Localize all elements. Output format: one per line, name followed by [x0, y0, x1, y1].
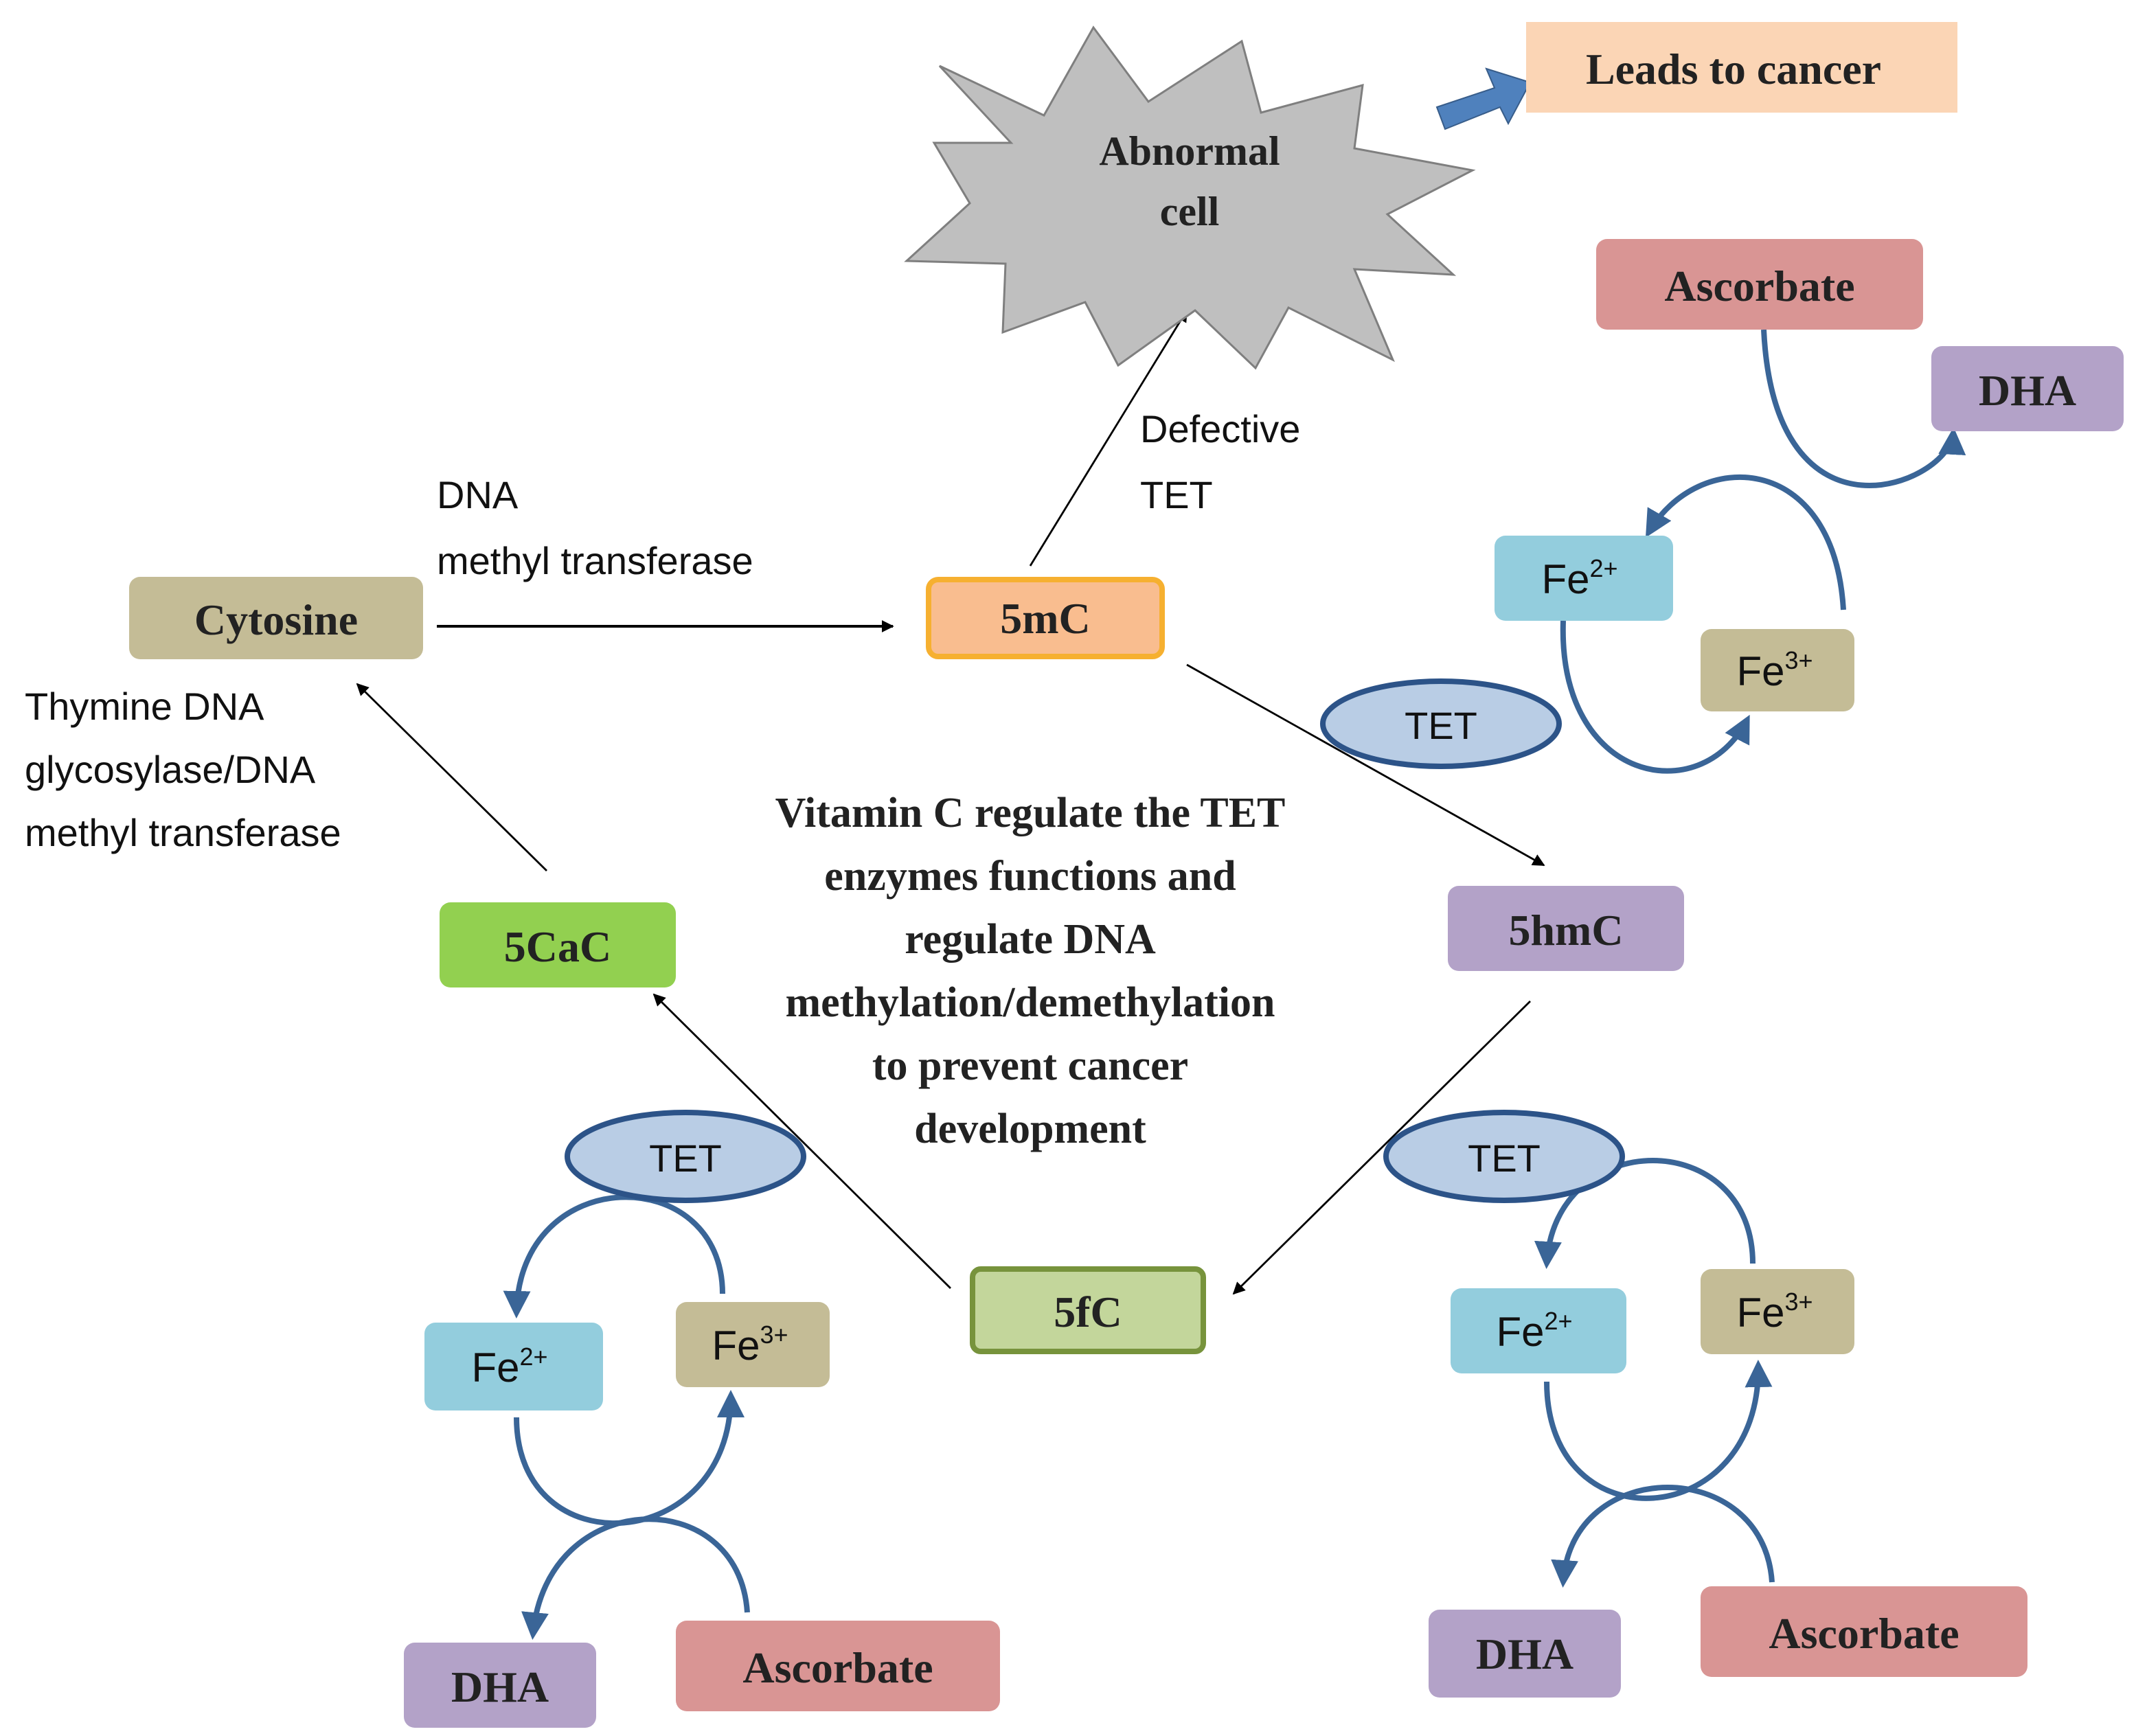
pathway-arrows — [356, 309, 1545, 1295]
fe2-superscript: 2+ — [519, 1343, 547, 1371]
arrow-5mc-to-abnormal — [1029, 309, 1188, 567]
svg-text:Fe2+: Fe2+ — [471, 1343, 547, 1391]
cycle-arrow-to-fe2 — [1645, 474, 1846, 610]
5cac-label: 5CaC — [504, 922, 611, 971]
dha-label: DHA — [1979, 366, 2076, 415]
defective-label-line2: TET — [1140, 473, 1213, 516]
center-text-line4: methylation/demethylation — [786, 979, 1275, 1026]
tet-ellipse: TET — [565, 1110, 806, 1203]
ascorbate-box: Ascorbate — [1596, 239, 1923, 330]
cycle-arrow-ascorbate-dha — [1761, 329, 1966, 488]
ascorbate-label: Ascorbate — [1664, 262, 1854, 310]
node-5fc: 5fC — [970, 1266, 1206, 1354]
block-arrow-to-cancer — [1435, 67, 1532, 130]
tet-ellipse: TET — [1383, 1110, 1625, 1203]
tdg-label-line2: glycosylase/DNA — [25, 748, 316, 791]
fe2-label: Fe — [471, 1345, 519, 1391]
svg-text:Fe2+: Fe2+ — [1496, 1307, 1572, 1355]
tdg-label-line3: methyl transferase — [25, 811, 341, 854]
fe3-label: Fe — [1736, 648, 1784, 694]
center-text-line1: Vitamin C regulate the TET — [775, 790, 1286, 836]
abnormal-cell: Abnormal cell — [904, 25, 1476, 370]
tet-label: TET — [649, 1137, 722, 1180]
arrow-5mc-to-5hmc — [1186, 663, 1545, 867]
cycle-arrow-ascorbate-dha — [1551, 1485, 1775, 1588]
fe3-superscript: 3+ — [1784, 646, 1813, 674]
defective-label-line1: Defective — [1140, 407, 1300, 450]
fe3-box: Fe3+ — [676, 1302, 830, 1387]
dha-box: DHA — [1429, 1610, 1621, 1698]
fe2-superscript: 2+ — [1544, 1307, 1572, 1335]
ascorbate-box: Ascorbate — [676, 1621, 1000, 1711]
cycle-arrow-to-fe2 — [1534, 1158, 1756, 1269]
fe3-box: Fe3+ — [1701, 1269, 1854, 1354]
center-text-line2: enzymes functions and — [824, 853, 1236, 900]
tet-ellipse: TET — [1320, 678, 1562, 769]
center-text-line6: development — [914, 1106, 1146, 1152]
node-5mc: 5mC — [926, 577, 1165, 659]
cycle-arrow-to-fe2 — [503, 1194, 725, 1318]
fe2-box: Fe2+ — [424, 1323, 603, 1410]
fe2-box: Fe2+ — [1451, 1288, 1626, 1373]
cycle-arrow-to-fe3 — [514, 1390, 745, 1527]
fe2-label: Fe — [1541, 556, 1589, 602]
svg-text:Fe3+: Fe3+ — [1736, 646, 1813, 694]
fe3-box: Fe3+ — [1701, 629, 1854, 711]
starburst-shape — [904, 25, 1476, 370]
5mc-label: 5mC — [1000, 594, 1091, 643]
fe2-label: Fe — [1496, 1309, 1544, 1355]
dha-label: DHA — [451, 1663, 549, 1711]
cycle-arrow-ascorbate-dha — [521, 1516, 750, 1640]
node-5hmc: 5hmC — [1448, 886, 1684, 971]
redox-cycle-bottom-right: TET Fe2+ Fe3+ DHA Ascorbate — [1383, 1110, 2027, 1698]
5hmc-label: 5hmC — [1508, 906, 1623, 955]
ascorbate-label: Ascorbate — [1769, 1609, 1959, 1658]
fe2-box: Fe2+ — [1495, 536, 1673, 621]
node-cytosine: Cytosine — [129, 577, 423, 659]
fe3-label: Fe — [1736, 1290, 1784, 1336]
center-text-line3: regulate DNA — [905, 916, 1156, 963]
tdg-label-line1: Thymine DNA — [25, 685, 264, 728]
arrow-5hmc-to-5fc — [1232, 1001, 1531, 1295]
fe3-label: Fe — [712, 1323, 760, 1369]
center-text: Vitamin C regulate the TET enzymes funct… — [775, 790, 1286, 1152]
svg-text:Fe3+: Fe3+ — [712, 1321, 788, 1369]
redox-cycle-top-right: Ascorbate DHA Fe2+ Fe3+ TET — [1320, 239, 2124, 774]
fe3-superscript: 3+ — [1784, 1288, 1813, 1316]
redox-cycle-bottom-left: TET Fe2+ Fe3+ DHA Ascorbate — [404, 1110, 1000, 1728]
cycle-arrow-to-fe3 — [1560, 620, 1750, 774]
abnormal-cell-label-line1: Abnormal — [1099, 128, 1280, 174]
ascorbate-box: Ascorbate — [1701, 1586, 2027, 1677]
fe2-superscript: 2+ — [1589, 554, 1617, 582]
arrow-5fc-to-5cac — [652, 993, 951, 1289]
dha-box: DHA — [404, 1643, 596, 1728]
dha-label: DHA — [1476, 1630, 1573, 1678]
ascorbate-label: Ascorbate — [742, 1643, 933, 1692]
node-5cac: 5CaC — [440, 902, 676, 987]
dha-box: DHA — [1931, 346, 2124, 431]
svg-text:Fe2+: Fe2+ — [1541, 554, 1617, 602]
dnmt-label-line1: DNA — [437, 473, 519, 516]
svg-text:Fe3+: Fe3+ — [1736, 1288, 1813, 1336]
cytosine-label: Cytosine — [194, 595, 358, 644]
cycle-arrow-to-fe3 — [1544, 1360, 1773, 1501]
center-text-line5: to prevent cancer — [872, 1042, 1188, 1089]
tet-label: TET — [1405, 704, 1477, 747]
fe3-superscript: 3+ — [760, 1321, 788, 1349]
tet-label: TET — [1468, 1137, 1541, 1180]
leads-to-cancer-label: Leads to cancer — [1586, 45, 1881, 93]
abnormal-cell-label-line2: cell — [1160, 189, 1220, 234]
arrow-5cac-to-cytosine — [356, 683, 547, 871]
5fc-label: 5fC — [1054, 1288, 1122, 1336]
leads-to-cancer-box: Leads to cancer — [1526, 22, 1957, 113]
dnmt-label-line2: methyl transferase — [437, 539, 753, 582]
